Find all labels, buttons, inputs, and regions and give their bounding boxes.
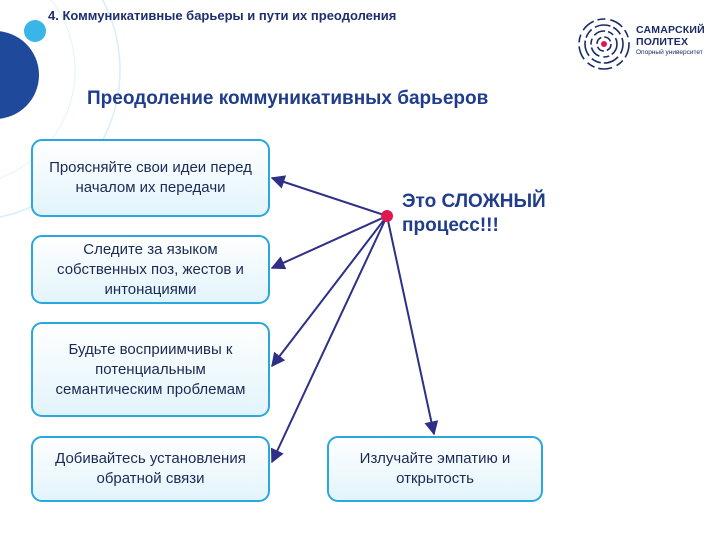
decor-ring bbox=[0, 0, 121, 218]
decor-cyan-dot bbox=[24, 20, 46, 42]
arrow-to-box-3 bbox=[271, 215, 388, 368]
main-title: Преодоление коммуникативных барьеров bbox=[87, 88, 489, 109]
hub-dot bbox=[381, 210, 393, 222]
arrow-to-box-4 bbox=[270, 215, 388, 464]
arrow-to-box-2 bbox=[270, 215, 388, 270]
arrow-to-box-1 bbox=[270, 175, 388, 217]
university-logo: САМАРСКИЙ ПОЛИТЕХ Опорный университет bbox=[574, 16, 714, 72]
advice-box-empathy: Излучайте эмпатию и открытость bbox=[327, 436, 543, 502]
arrow-to-box-5 bbox=[386, 215, 439, 436]
center-statement-line2: процесс!!! bbox=[402, 215, 499, 236]
logo-tagline: Опорный университет bbox=[636, 49, 703, 56]
advice-box-feedback: Добивайтесь установления обратной связи bbox=[31, 436, 270, 502]
advice-box-semantic-problems: Будьте восприимчивы к потенциальным сема… bbox=[31, 322, 270, 417]
center-statement: Это СЛОЖНЫЙ процесс!!! bbox=[402, 190, 546, 238]
decor-blue-circle bbox=[0, 31, 39, 119]
advice-box-body-language: Следите за языком собственных поз, жесто… bbox=[31, 235, 270, 304]
advice-box-clarify-ideas: Проясняйте свои идеи перед началом их пе… bbox=[31, 139, 270, 217]
section-title: 4. Коммуникативные барьеры и пути их пре… bbox=[48, 8, 397, 23]
logo-name-line1: САМАРСКИЙ bbox=[636, 24, 705, 36]
center-statement-line1: Это СЛОЖНЫЙ bbox=[402, 191, 546, 212]
logo-emblem-icon bbox=[578, 18, 630, 70]
logo-name: САМАРСКИЙ ПОЛИТЕХ bbox=[636, 24, 705, 48]
logo-name-line2: ПОЛИТЕХ bbox=[636, 36, 689, 48]
decor-ring-inner bbox=[0, 0, 76, 179]
